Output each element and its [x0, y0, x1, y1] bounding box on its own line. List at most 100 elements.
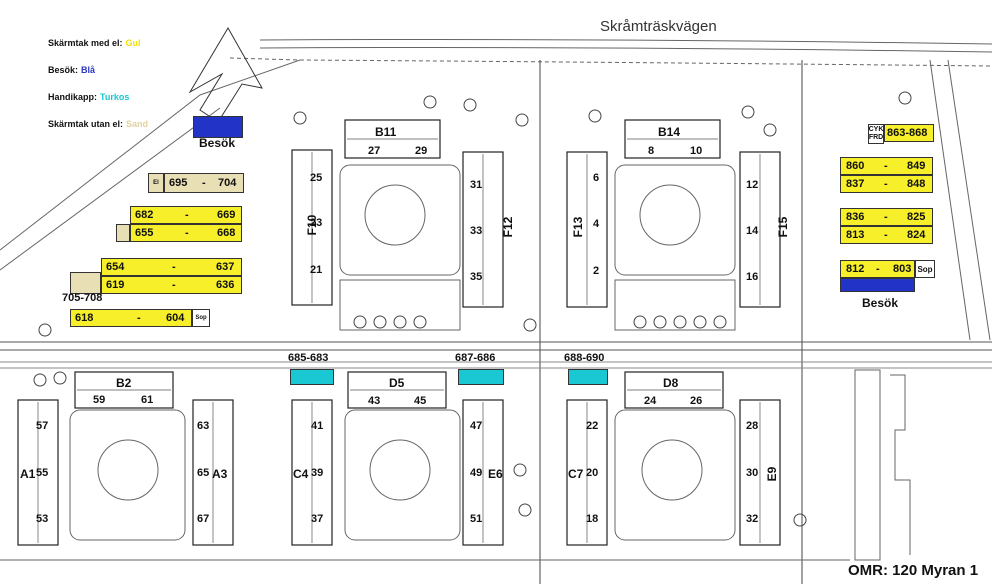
handicap-label-688-690: 688-690 [564, 352, 605, 364]
house-number: 12 [746, 179, 759, 191]
space-dash: - [185, 227, 189, 239]
building-a3[interactable]: A3 [212, 467, 228, 481]
parking-682-669[interactable]: 682 - 669 [130, 206, 242, 224]
house-number: 23 [310, 217, 323, 229]
space-dash: - [185, 209, 189, 221]
parking-705-708-area[interactable] [70, 272, 101, 294]
parking-812-803[interactable]: 812 - 803 [840, 260, 915, 278]
house-number: 35 [470, 271, 483, 283]
house-number: 49 [470, 467, 483, 479]
space-to: 825 [907, 211, 926, 223]
space-to: 848 [907, 178, 926, 190]
house-number: 4 [593, 218, 600, 230]
parking-705-708-label: 705-708 [62, 292, 103, 304]
space-from: 836 [846, 211, 865, 223]
legend-item-visitor: Besök:Blå [48, 65, 95, 75]
house-number: 32 [746, 513, 759, 525]
space-from: 812 [846, 263, 865, 275]
building-b14[interactable]: B14 [658, 125, 681, 139]
space-from: 619 [106, 279, 125, 291]
legend-item-covered-electric: Skärmtak med el:Gul [48, 38, 141, 48]
house-number: 51 [470, 513, 483, 525]
legend-label: Besök: [48, 65, 79, 75]
legend-item-covered-no-electric: Skärmtak utan el:Sand [48, 119, 148, 129]
building-e6[interactable]: E6 [488, 467, 503, 481]
parking-655-668[interactable]: 655 - 668 [130, 224, 242, 242]
parking-837-848[interactable]: 837 - 848 [840, 175, 933, 193]
bike-label-2: FRD [868, 134, 884, 141]
space-from: 695 [169, 177, 188, 189]
handicap-parking-688-690[interactable] [568, 369, 608, 385]
space-range: 863-868 [887, 127, 928, 139]
building-f15[interactable]: F15 [776, 216, 790, 238]
house-number: 39 [311, 467, 324, 479]
road-name: Skråmträskvägen [600, 18, 717, 35]
tag-text: Sop [917, 264, 933, 274]
house-number: 26 [690, 395, 703, 407]
handicap-parking-685-683[interactable] [290, 369, 334, 385]
space-from: 837 [846, 178, 865, 190]
legend-label: Handikapp: [48, 92, 98, 102]
building-d5[interactable]: D5 [389, 376, 405, 390]
visitor-parking-left[interactable] [193, 116, 243, 138]
house-number: 22 [586, 420, 599, 432]
space-to: 669 [217, 209, 236, 221]
house-number: 55 [36, 467, 49, 479]
building-d8[interactable]: D8 [663, 376, 679, 390]
building-c4[interactable]: C4 [293, 467, 309, 481]
house-number: 21 [310, 264, 323, 276]
legend-label: Skärmtak med el: [48, 38, 123, 48]
visitor-parking-left-label: Besök [199, 136, 236, 150]
house-number: 65 [197, 467, 210, 479]
building-b2[interactable]: B2 [116, 376, 132, 390]
space-to: 604 [166, 312, 185, 324]
legend-value: Sand [126, 119, 149, 129]
building-c7[interactable]: C7 [568, 467, 584, 481]
space-to: 668 [217, 227, 236, 239]
house-number: 67 [197, 513, 210, 525]
space-dash: - [172, 279, 176, 291]
handicap-parking-687-686[interactable] [458, 369, 504, 385]
building-b11[interactable]: B11 [375, 125, 397, 139]
building-f12[interactable]: F12 [501, 216, 515, 238]
parking-tag-el: El [148, 173, 164, 193]
parking-695-704[interactable]: 695 - 704 [164, 173, 244, 193]
house-number: 25 [310, 172, 323, 184]
parking-619-636[interactable]: 619 - 636 [101, 276, 242, 294]
parking-654-637[interactable]: 654 - 637 [101, 258, 242, 276]
space-dash: - [884, 229, 888, 241]
house-number: 31 [470, 179, 483, 191]
space-dash: - [884, 211, 888, 223]
house-number: 33 [470, 225, 483, 237]
tag-text: El [153, 180, 159, 186]
legend-label: Skärmtak utan el: [48, 119, 124, 129]
house-number: 14 [746, 225, 759, 237]
space-from: 654 [106, 261, 125, 273]
space-to: 824 [907, 229, 926, 241]
visitor-parking-right[interactable] [840, 278, 915, 292]
space-from: 655 [135, 227, 154, 239]
house-number: 27 [368, 145, 381, 157]
parking-860-849[interactable]: 860 - 849 [840, 157, 933, 175]
legend-value: Blå [81, 65, 96, 75]
house-number: 2 [593, 265, 600, 277]
legend-item-handicap: Handikapp:Turkos [48, 92, 129, 102]
parking-618-604[interactable]: 618 - 604 [70, 309, 192, 327]
house-number: 45 [414, 395, 427, 407]
handicap-label-687-686: 687-686 [455, 352, 496, 364]
parking-863-868[interactable]: 863-868 [884, 124, 934, 142]
parking-813-824[interactable]: 813 - 824 [840, 226, 933, 244]
building-a1[interactable]: A1 [20, 467, 36, 481]
building-f13[interactable]: F13 [571, 216, 585, 238]
house-number: 10 [690, 145, 703, 157]
house-number: 59 [93, 394, 106, 406]
parking-836-825[interactable]: 836 - 825 [840, 208, 933, 226]
space-dash: - [202, 177, 206, 189]
house-number: 20 [586, 467, 599, 479]
parking-cell-sand [116, 224, 130, 242]
bike-shed: CYK FRD [868, 124, 884, 144]
space-to: 803 [893, 263, 912, 275]
space-from: 860 [846, 160, 865, 172]
building-e9[interactable]: E9 [765, 466, 779, 482]
